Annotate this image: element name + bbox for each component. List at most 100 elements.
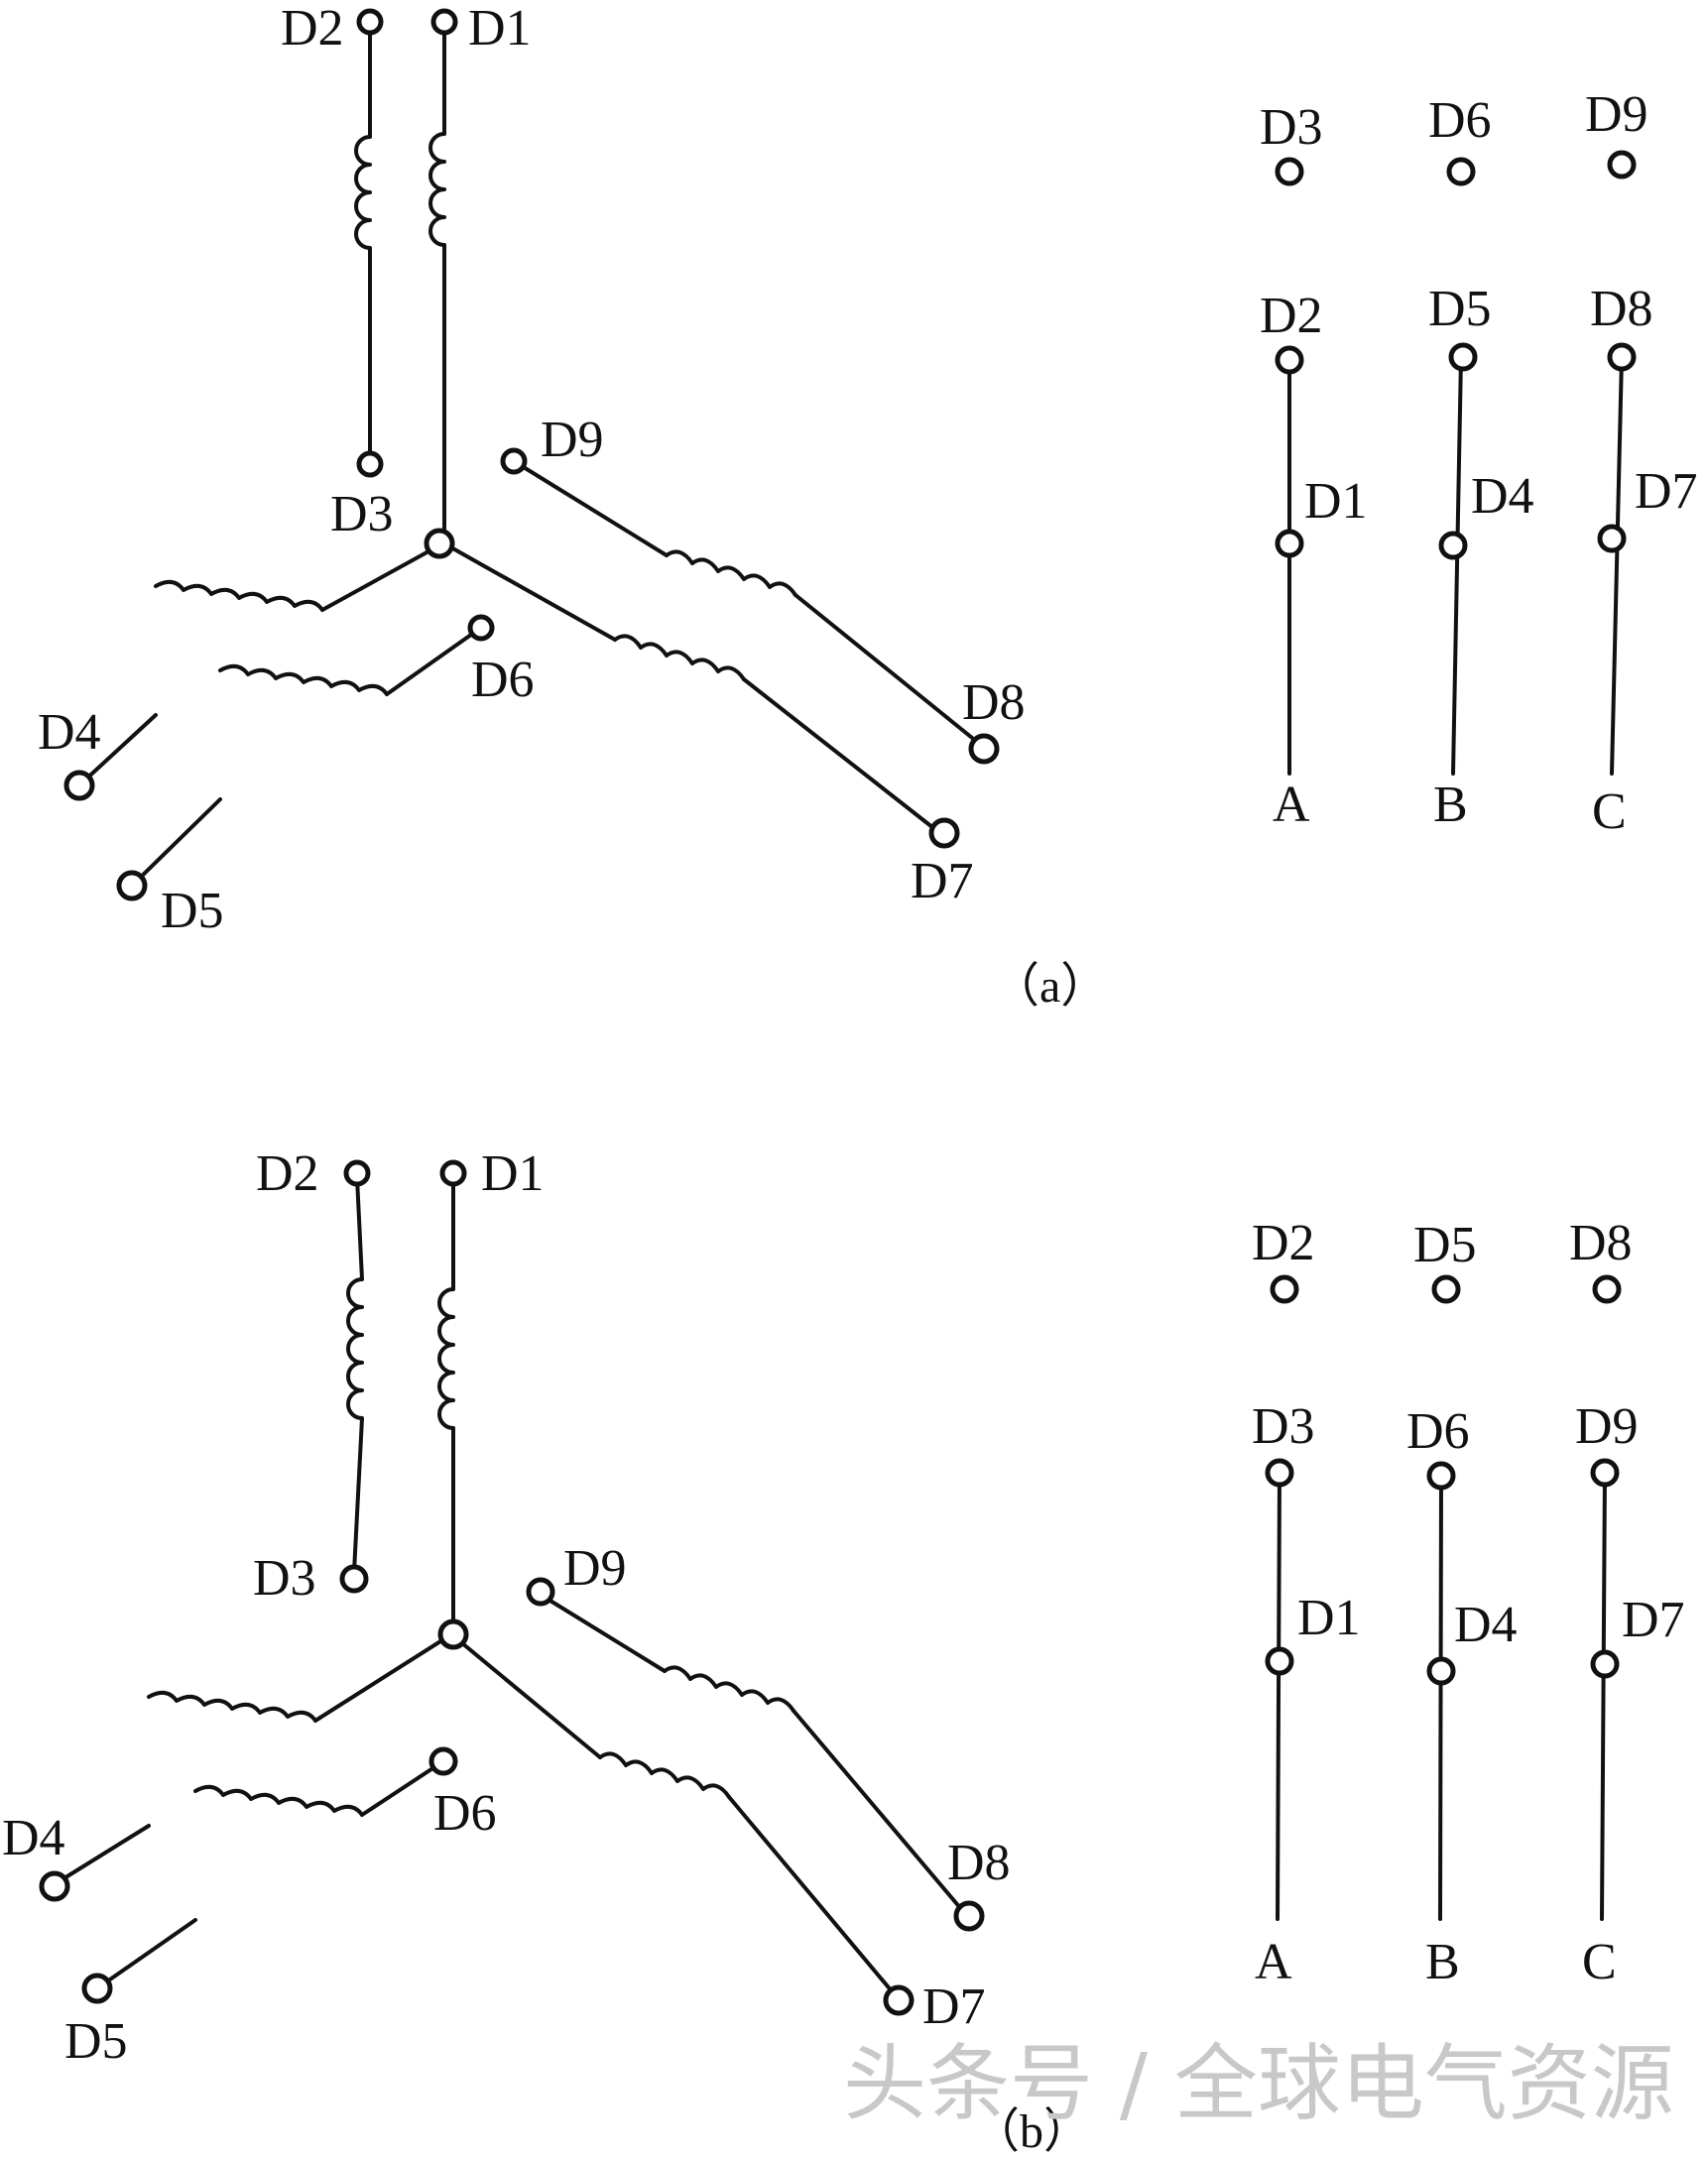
terminal-a-mid-1 — [1275, 345, 1304, 375]
panel-a-terminals — [63, 8, 1000, 901]
terminal-b-d8 — [953, 1900, 985, 1932]
label-b-mid-3: D9 — [1575, 1398, 1639, 1455]
terminal-a-d3 — [356, 450, 384, 478]
winding-b-center-d4 — [313, 1634, 450, 1723]
label-a-top-2: D6 — [1428, 92, 1492, 149]
terminal-a-mid-3 — [1607, 342, 1637, 372]
terminal-b-d7 — [883, 1984, 915, 2016]
label-a-phase-a: A — [1273, 777, 1310, 833]
label-a-top-3: D9 — [1585, 86, 1648, 143]
terminal-a-top-3 — [1607, 150, 1637, 180]
label-b-d3: D3 — [253, 1550, 316, 1607]
terminal-a-d2 — [356, 8, 384, 36]
terminal-b-mid-1 — [1265, 1458, 1294, 1488]
label-b-mid-2: D6 — [1406, 1403, 1470, 1460]
label-b-d7: D7 — [922, 1978, 986, 2035]
panel-b: D2 D1 D3 D9 D6 D4 D5 D8 D7 D2 D5 D8 D3 D… — [2, 1145, 1685, 2157]
terminal-b-d2 — [343, 1159, 371, 1187]
terminal-a-d4 — [63, 770, 95, 801]
terminal-b-d5 — [81, 1973, 113, 2004]
label-a-d8: D8 — [962, 674, 1026, 731]
caption-b: （b） — [972, 2105, 1091, 2157]
label-b-d9: D9 — [563, 1540, 627, 1597]
panel-b-star-labels: D2 D1 D3 D9 D6 D4 D5 D8 D7 — [2, 1145, 1011, 2070]
winding-center-d4 — [320, 543, 441, 612]
label-b-phase-c: C — [1582, 1934, 1617, 1990]
terminal-b-center — [437, 1618, 469, 1650]
terminal-a-d6 — [467, 614, 495, 642]
label-b-low-3: D7 — [1622, 1592, 1685, 1648]
terminal-a-d8 — [968, 733, 1000, 765]
winding-b-center-d7 — [454, 1636, 602, 1759]
terminal-b-top-1 — [1270, 1274, 1299, 1304]
terminal-a-mid-2 — [1448, 342, 1478, 372]
terminal-b-d6 — [428, 1746, 458, 1776]
label-a-low-1: D1 — [1304, 473, 1368, 530]
panel-a-connection-block: D3 D6 D9 D2 D5 D8 D1 D4 D7 A B C — [1260, 86, 1698, 840]
terminal-a-d1 — [430, 8, 458, 36]
label-a-d1: D1 — [468, 0, 532, 57]
label-b-top-1: D2 — [1252, 1215, 1315, 1271]
terminal-b-top-2 — [1431, 1274, 1461, 1304]
label-a-d7: D7 — [911, 853, 974, 909]
label-b-d4: D4 — [2, 1810, 65, 1866]
label-a-d9: D9 — [541, 412, 604, 468]
winding-center-d7 — [447, 544, 617, 642]
winding-d9-d8 — [512, 459, 669, 557]
label-a-top-1: D3 — [1260, 99, 1323, 156]
terminal-b-mid-2 — [1426, 1461, 1456, 1491]
label-b-low-1: D1 — [1297, 1590, 1361, 1646]
terminal-a-center — [424, 528, 455, 559]
winding-b-d2-d3 — [346, 1176, 364, 1574]
watermark-text: 头条号 / 全球电气资源 — [843, 2035, 1674, 2132]
caption-a: （a） — [992, 960, 1108, 1013]
panel-a-star-windings — [79, 28, 979, 888]
winding-b-d6-d5 — [360, 1759, 445, 1817]
label-b-d6: D6 — [433, 1785, 497, 1842]
winding-d2-d3 — [354, 28, 372, 463]
terminal-b-low-3 — [1590, 1649, 1620, 1679]
winding-b-d9-d8 — [539, 1593, 667, 1673]
label-a-d6: D6 — [471, 652, 535, 708]
winding-b-d1 — [437, 1176, 455, 1633]
label-b-d8: D8 — [947, 1835, 1011, 1891]
label-a-d2: D2 — [281, 0, 344, 57]
panel-a: D2 D1 D3 D9 D6 D4 D5 D8 D7 D3 D6 D9 D2 D… — [38, 0, 1698, 1013]
label-a-mid-1: D2 — [1260, 288, 1323, 344]
label-b-top-2: D5 — [1413, 1217, 1477, 1273]
label-b-low-2: D4 — [1454, 1597, 1518, 1653]
terminal-b-d4 — [39, 1870, 70, 1902]
panel-b-star-windings — [53, 1176, 969, 2000]
terminal-a-d5 — [116, 870, 148, 901]
label-b-phase-b: B — [1425, 1934, 1460, 1990]
terminal-a-top-1 — [1275, 157, 1304, 186]
terminal-a-low-1 — [1275, 529, 1304, 558]
terminal-b-d9 — [526, 1577, 555, 1607]
terminal-b-low-1 — [1265, 1646, 1294, 1676]
terminal-b-low-2 — [1426, 1656, 1456, 1686]
label-a-low-3: D7 — [1635, 463, 1698, 520]
terminal-b-d1 — [439, 1159, 467, 1187]
terminal-b-mid-3 — [1590, 1458, 1620, 1488]
terminal-b-top-3 — [1592, 1274, 1622, 1304]
label-a-mid-2: D5 — [1428, 281, 1492, 337]
terminal-a-low-3 — [1597, 524, 1627, 553]
label-a-phase-c: C — [1592, 783, 1627, 840]
panel-b-connection-block: D2 D5 D8 D3 D6 D9 D1 D4 D7 A B C — [1252, 1215, 1685, 1990]
winding-d6-d5 — [385, 628, 480, 696]
label-a-mid-3: D8 — [1590, 281, 1653, 337]
terminal-a-d9 — [500, 447, 528, 475]
terminal-b-d3 — [339, 1564, 369, 1594]
label-b-top-3: D8 — [1569, 1215, 1633, 1271]
label-b-d1: D1 — [481, 1145, 545, 1202]
label-a-d3: D3 — [330, 486, 394, 542]
terminal-a-low-2 — [1438, 531, 1468, 560]
terminal-a-top-2 — [1446, 157, 1476, 186]
label-a-d4: D4 — [38, 704, 101, 761]
label-a-d5: D5 — [161, 883, 224, 939]
label-b-d2: D2 — [256, 1145, 319, 1202]
panel-a-star-labels: D2 D1 D3 D9 D6 D4 D5 D8 D7 — [38, 0, 1026, 939]
terminal-a-d7 — [928, 817, 960, 849]
panel-b-terminals — [39, 1159, 985, 2016]
